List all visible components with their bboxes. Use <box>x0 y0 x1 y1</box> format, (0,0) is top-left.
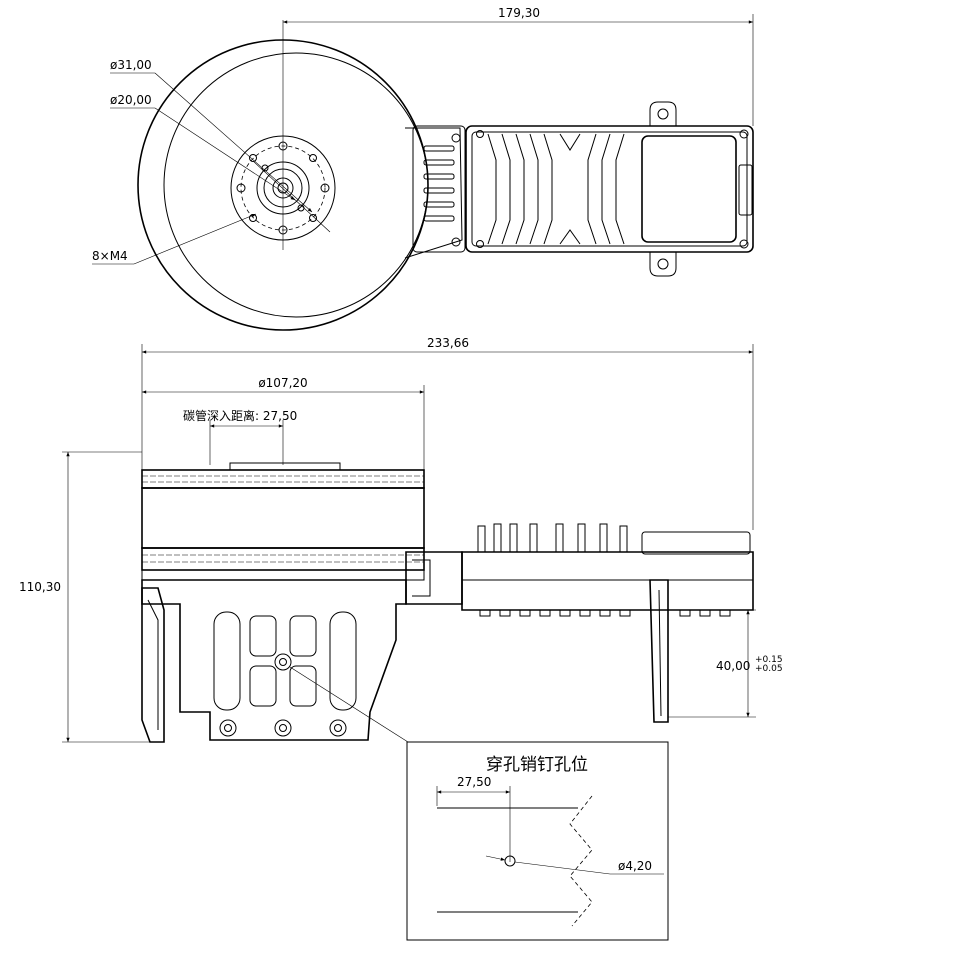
tol-lower: +0.05 <box>755 664 783 674</box>
pin-hole <box>274 653 292 671</box>
dim-overall-length: 233,66 <box>141 336 754 530</box>
arm-clamp <box>412 125 466 253</box>
esc-body <box>465 125 754 253</box>
mount-side-lip <box>141 587 165 743</box>
detail-title: 穿孔销钉孔位 <box>486 755 588 775</box>
screw-spec-label: 8×M4 <box>92 249 128 263</box>
arm-neck <box>404 127 463 259</box>
clamp-slots <box>423 145 455 222</box>
tube-depth-label: 碳管深入距离: 27,50 <box>183 408 297 423</box>
tol-upper: +0.15 <box>755 655 783 665</box>
detail-hole <box>504 855 516 867</box>
overall-height-label: 110,30 <box>19 580 61 594</box>
heatsink-fins <box>487 133 625 245</box>
top-view <box>137 20 754 331</box>
motor-mount <box>141 579 407 743</box>
dim-tube-depth: 碳管深入距离: 27,50 <box>183 408 297 465</box>
esc-bottom-teeth <box>479 609 731 617</box>
rotor-dia-label: ø107,20 <box>258 376 307 390</box>
detail-frame <box>406 741 669 941</box>
dim-overall-height: 110,30 <box>19 451 150 743</box>
rotor-disc-inner <box>163 52 429 318</box>
mount-ear-top <box>649 101 677 126</box>
motor-stator-band <box>141 547 425 571</box>
motor-bell <box>141 487 425 549</box>
esc-top-fins <box>477 523 628 553</box>
detail-hole-dia-label: ø4,20 <box>618 859 652 873</box>
callout-hub-inner: ø20,00 <box>110 93 296 201</box>
overall-length-label: 233,66 <box>427 336 469 350</box>
dim-top-width: 179,30 <box>283 6 754 126</box>
esc-window <box>641 135 737 243</box>
motor-top-cap <box>229 462 341 471</box>
detail-view: 穿孔销钉孔位 27,50 ø4,20 <box>406 741 669 941</box>
hub-inner-dia-label: ø20,00 <box>110 93 152 107</box>
mount-ear-bottom <box>649 252 677 277</box>
break-line <box>569 795 593 927</box>
callout-screws: 8×M4 <box>92 213 257 265</box>
mount-body <box>141 579 407 741</box>
dim-top-width-label: 179,30 <box>498 6 540 20</box>
dim-mount-height: 40,00 +0.15 +0.05 <box>668 609 783 718</box>
esc-cap-side <box>641 531 751 555</box>
hub-outer-dia-label: ø31,00 <box>110 58 152 72</box>
mount-height-label: 40,00 <box>716 659 750 673</box>
landing-leg <box>649 579 669 723</box>
esc-side-body <box>461 551 754 611</box>
detail-offset-label: 27,50 <box>457 775 491 789</box>
detail-leader <box>289 666 409 743</box>
arm-side <box>405 523 754 723</box>
dim-rotor-dia: ø107,20 <box>142 376 425 470</box>
motor-rotor-top <box>141 469 425 489</box>
motor-side <box>141 462 425 581</box>
